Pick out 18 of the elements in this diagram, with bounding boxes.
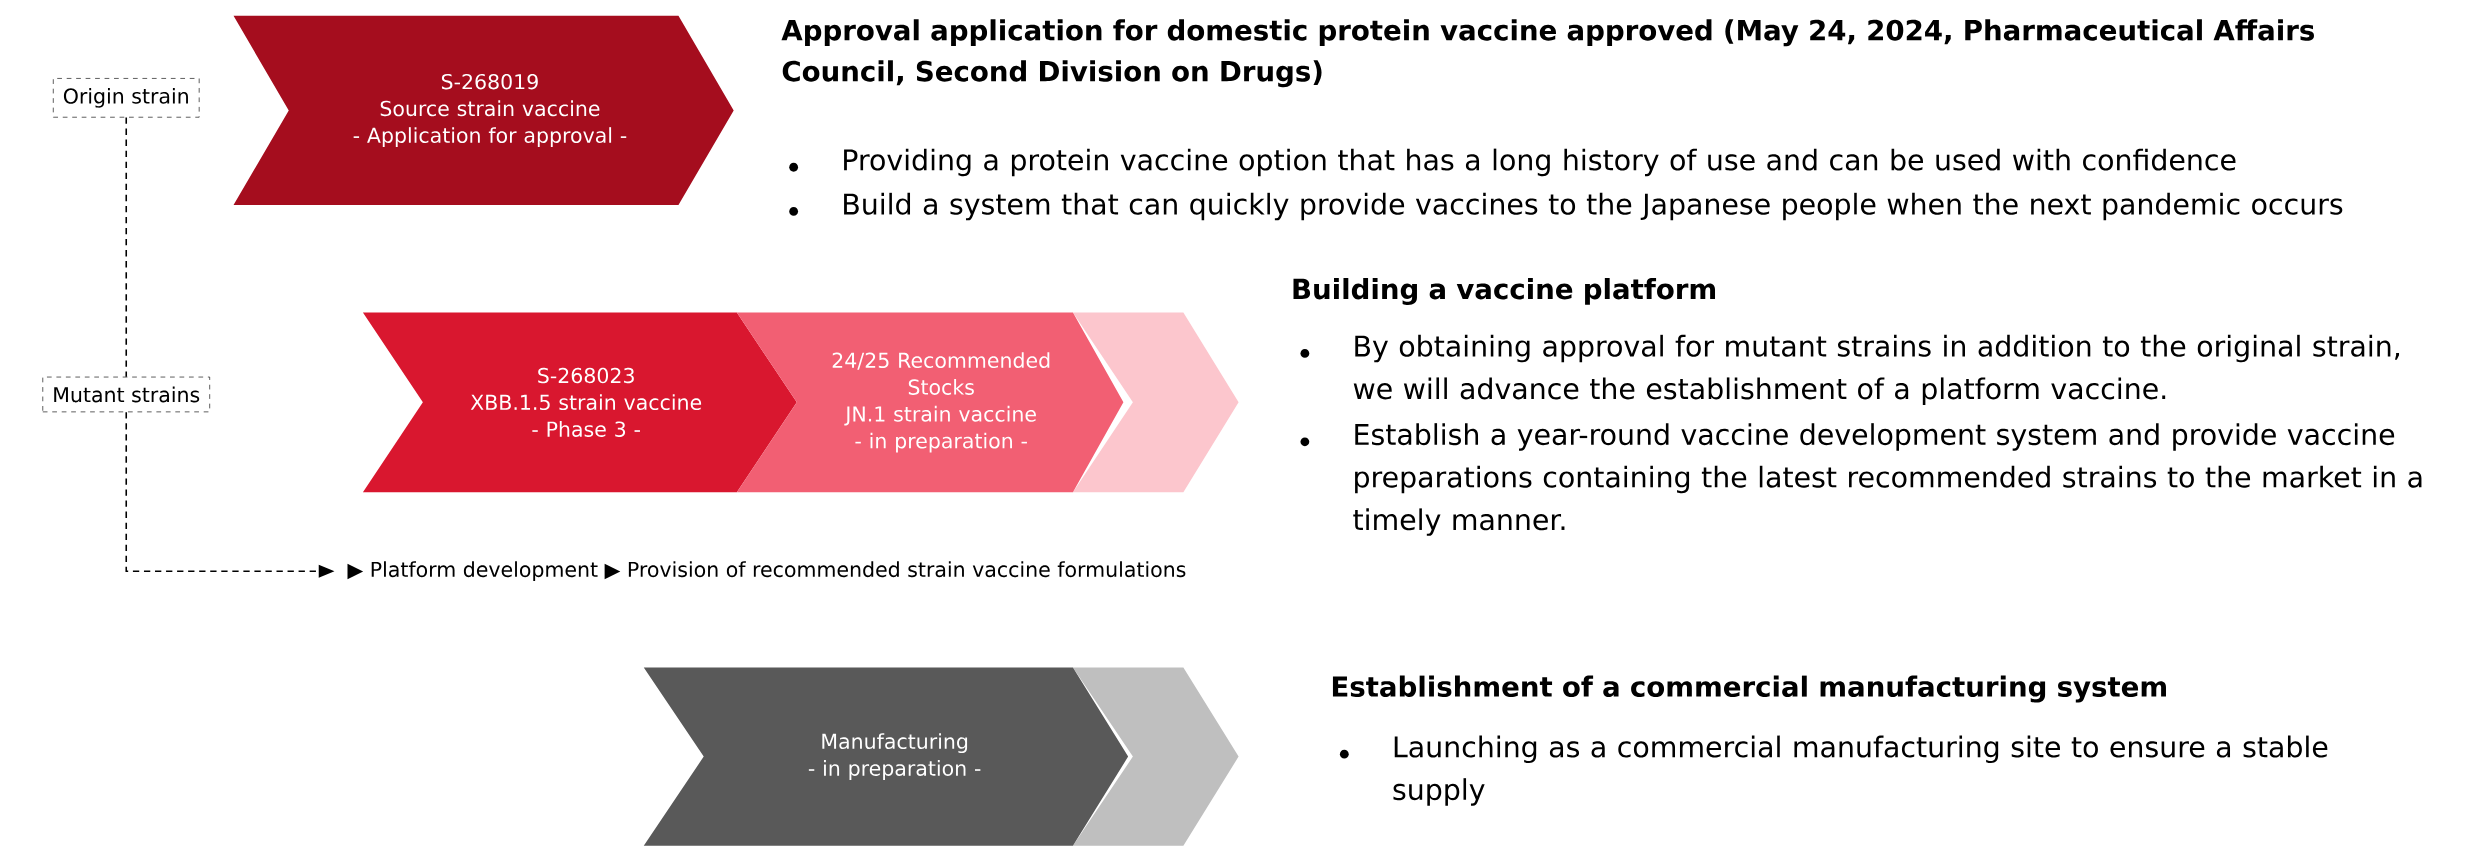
label-box: Mutant strains xyxy=(42,376,210,413)
heading-text: Building a vaccine platform xyxy=(1293,278,1715,306)
label-box: Origin strain xyxy=(52,78,200,118)
bullet-text: Establish a year-round vaccine development system and provide vaccine preparations containing the latest recommended strains to the market in a timely manner. xyxy=(1353,423,2422,536)
heading-text: Approval application for domestic protein vaccine approved (May 24, 2024, Pharmaceutical Affairs Council, Second Division on Drugs) xyxy=(781,19,2314,88)
chevron-box: S-268023 XBB.1.5 strain vaccine - Phase 3 - xyxy=(362,312,797,493)
note-text: ▶ Platform development ▶ Provision of recommended strain vaccine formulations xyxy=(347,561,1186,582)
bullet-text: Build a system that can quickly provide vaccines to the Japanese people when the next pandemic occurs xyxy=(844,192,2343,221)
bullet-text: Launching as a commercial manufacturing site to ensure a stable supply xyxy=(1393,735,2328,806)
connector-line xyxy=(125,116,128,378)
heading-text: Establishment of a commercial manufacturing system xyxy=(1332,675,2166,703)
chevron-box: S-268019 Source strain vaccine - Application for approval - xyxy=(233,15,734,206)
bullet-text: Providing a protein vaccine option that has a long history of use and can be used with confidence xyxy=(844,148,2236,177)
chevron-box: 24/25 Recommended Stocks JN.1 strain vaccine - in preparation - xyxy=(736,312,1124,493)
bullet-text: By obtaining approval for mutant strains in addition to the original strain, we will advance the establishment of a platform vaccine. xyxy=(1353,334,2400,406)
chevron-box: Manufacturing - in preparation - xyxy=(643,667,1129,846)
chevron-shape xyxy=(1072,312,1239,493)
chevron-shape xyxy=(1072,667,1239,846)
